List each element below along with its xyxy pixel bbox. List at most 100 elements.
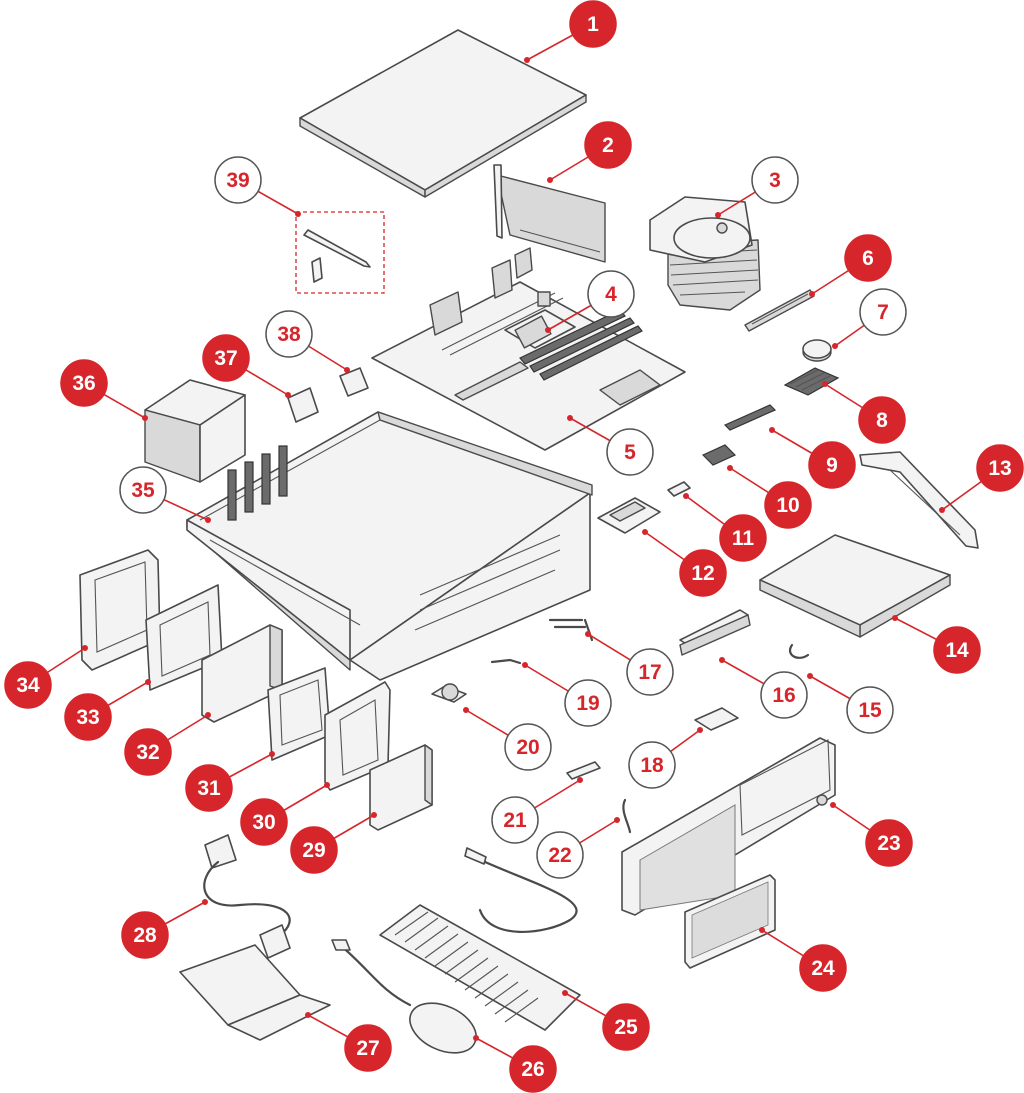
callout-circle-18 [628, 741, 676, 789]
callout-circle-13 [976, 444, 1024, 492]
callout-14: 14 [933, 626, 981, 674]
part-front-io-board [679, 609, 751, 656]
callout-label-30: 30 [252, 811, 275, 834]
callout-circle-2 [584, 121, 632, 169]
part-m2-wifi-card [701, 444, 737, 466]
callout-label-2: 2 [602, 134, 614, 157]
callout-circle-27 [344, 1024, 392, 1072]
callout-label-39: 39 [226, 169, 249, 192]
leader-dot-19 [522, 662, 528, 668]
callout-5: 5 [606, 428, 654, 476]
callout-label-25: 25 [614, 1016, 638, 1039]
leader-dot-26 [473, 1035, 479, 1041]
callout-23: 23 [865, 819, 913, 867]
leader-dot-2 [547, 177, 553, 183]
callout-label-11: 11 [732, 527, 755, 550]
callout-8: 8 [858, 396, 906, 444]
part-power-supply [144, 379, 246, 483]
leader-dot-20 [463, 707, 469, 713]
part-fan-clip-37 [287, 387, 319, 423]
callout-label-3: 3 [769, 169, 781, 192]
callout-21: 21 [491, 796, 539, 844]
callout-label-24: 24 [811, 957, 835, 980]
callout-label-22: 22 [548, 844, 571, 867]
callout-label-1: 1 [587, 13, 599, 36]
leader-dot-35 [205, 517, 211, 523]
callout-10: 10 [764, 481, 812, 529]
callout-6: 6 [844, 234, 892, 282]
callout-label-13: 13 [988, 457, 1011, 480]
callout-label-31: 31 [197, 777, 221, 800]
callout-label-27: 27 [356, 1037, 379, 1060]
part-hard-drive [201, 624, 283, 723]
callout-circle-8 [858, 396, 906, 444]
callout-label-20: 20 [516, 736, 539, 759]
callout-label-18: 18 [640, 754, 664, 777]
callout-label-21: 21 [503, 809, 527, 832]
callout-28: 28 [121, 911, 169, 959]
leader-dot-31 [269, 751, 275, 757]
leader-dot-30 [324, 782, 330, 788]
callout-25: 25 [602, 1003, 650, 1051]
callout-circle-16 [760, 671, 808, 719]
callout-circle-1 [569, 0, 617, 48]
callout-circle-22 [536, 831, 584, 879]
part-drive-bracket [859, 451, 979, 549]
callout-label-9: 9 [826, 454, 838, 477]
part-mouse [331, 939, 477, 1054]
callout-38: 38 [265, 310, 313, 358]
callout-16: 16 [760, 671, 808, 719]
part-m2-ssd [723, 404, 777, 431]
callout-label-19: 19 [576, 692, 599, 715]
callout-12: 12 [679, 549, 727, 597]
leader-dot-16 [719, 657, 725, 663]
part-keyboard [379, 847, 581, 1031]
leader-dot-18 [697, 727, 703, 733]
part-clip-38 [339, 367, 369, 397]
callout-label-32: 32 [136, 741, 159, 764]
callout-37: 37 [202, 334, 250, 382]
callout-circle-3 [751, 156, 799, 204]
leader-dot-17 [585, 631, 591, 637]
leader-dot-8 [822, 381, 828, 387]
callout-3: 3 [751, 156, 799, 204]
callout-label-36: 36 [72, 372, 95, 395]
callout-circle-21 [491, 796, 539, 844]
part-cable-17 [548, 618, 594, 642]
callout-circle-35 [119, 466, 167, 514]
callout-label-35: 35 [131, 479, 155, 502]
callout-17: 17 [626, 648, 674, 696]
callout-label-15: 15 [858, 699, 882, 722]
callout-39: 39 [214, 156, 262, 204]
callout-7: 7 [859, 288, 907, 336]
callout-circle-36 [60, 359, 108, 407]
callout-label-26: 26 [521, 1058, 544, 1081]
callout-label-5: 5 [624, 441, 636, 464]
part-cable-15 [789, 643, 810, 659]
part-heatsink-fan [649, 196, 761, 311]
part-card-reader [694, 707, 739, 731]
callout-circle-19 [564, 679, 612, 727]
callout-label-28: 28 [133, 924, 157, 947]
callout-circle-10 [764, 481, 812, 529]
callout-label-23: 23 [877, 832, 900, 855]
callout-circle-11 [719, 514, 767, 562]
callout-9: 9 [808, 441, 856, 489]
part-speaker [431, 683, 467, 703]
callout-label-7: 7 [877, 301, 889, 324]
callout-label-10: 10 [776, 494, 799, 517]
callout-circle-14 [933, 626, 981, 674]
leader-dot-39 [295, 211, 301, 217]
leader-dot-3 [715, 212, 721, 218]
callout-29: 29 [290, 826, 338, 874]
callout-15: 15 [846, 686, 894, 734]
callout-31: 31 [185, 764, 233, 812]
leader-dot-1 [524, 57, 530, 63]
part-ssd-25 [369, 744, 433, 831]
part-39-box [295, 211, 385, 294]
callout-circle-5 [606, 428, 654, 476]
callout-circle-20 [504, 723, 552, 771]
callout-label-12: 12 [691, 562, 714, 585]
leader-dot-25 [562, 990, 568, 996]
